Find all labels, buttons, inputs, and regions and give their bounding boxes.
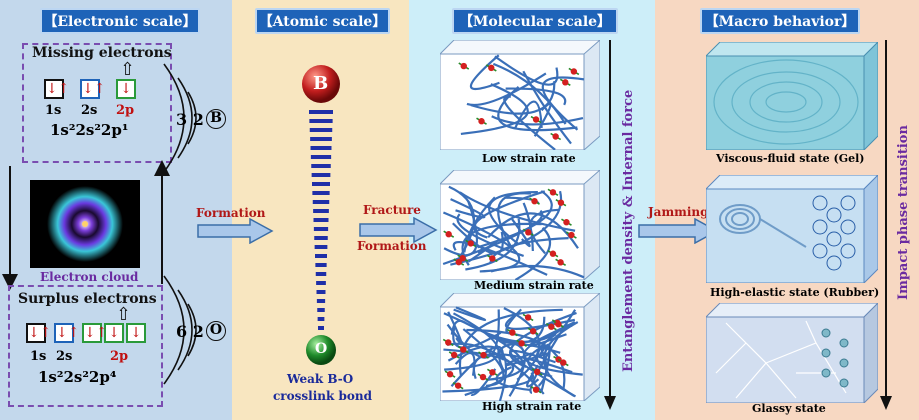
gel-cube	[704, 40, 880, 152]
rubber-label: High-elastic state (Rubber)	[710, 286, 880, 299]
electronic-connector-arrows	[2, 63, 197, 385]
molecular-side-label: Entanglement density & Internal force	[621, 89, 636, 372]
high-strain-label: High strain rate	[482, 400, 582, 413]
boron-atom-label: B	[313, 73, 329, 94]
medium-strain-label: Medium strain rate	[474, 279, 594, 292]
atomic-scale-header: 【Atomic scale】	[255, 8, 390, 34]
oxygen-atom-label: O	[315, 341, 328, 357]
electron-cloud-image	[30, 180, 140, 268]
glassy-label: Glassy state	[752, 402, 826, 415]
macro-behavior-header: 【Macro behavior】	[700, 8, 860, 34]
molecular-scale-header: 【Molecular scale】	[452, 8, 618, 34]
surplus-electron-config: 1s²2s²2p⁴	[38, 368, 117, 386]
surplus-2s-orbital: ↓↑	[54, 323, 80, 343]
low-strain-cube	[438, 38, 602, 152]
rubber-cube	[704, 173, 880, 285]
bond-label-line1: Weak B-O	[287, 372, 354, 386]
jamming-label: Jamming	[648, 205, 709, 219]
fracture-arrow-icon	[359, 217, 438, 243]
missing-2p-orbital: ↓	[116, 79, 136, 99]
low-strain-label: Low strain rate	[482, 152, 576, 165]
missing-up-arrow-icon: ⇧	[120, 59, 136, 80]
macro-side-label: Impact phase transition	[896, 125, 911, 300]
glassy-cube	[704, 301, 880, 405]
bond-chain	[302, 65, 340, 365]
surplus-2p-orbital-2: ↓	[104, 323, 124, 343]
surplus-orbital-1s-label: 1s	[30, 349, 47, 364]
electron-cloud-label: Electron cloud	[40, 270, 139, 284]
fracture-label: Fracture	[363, 203, 421, 217]
missing-orbital-2s-label: 2s	[81, 103, 98, 118]
missing-electron-config: 1s²2s²2p¹	[50, 121, 129, 139]
formation-label-2: Formation	[357, 239, 427, 253]
molecular-trend-arrow	[604, 40, 616, 410]
surplus-1s-orbital: ↓↑	[26, 323, 52, 343]
formation-arrow-icon	[197, 218, 274, 244]
bond-label-line2: crosslink bond	[273, 389, 372, 403]
macro-trend-arrow	[880, 40, 892, 410]
missing-electrons-title: Missing electrons	[32, 45, 172, 61]
surplus-2p-orbital-3: ↓	[126, 323, 146, 343]
surplus-electrons-box	[8, 285, 163, 407]
surplus-up-arrow-icon: ⇧	[116, 304, 132, 325]
surplus-2p-orbital-1: ↓↑	[82, 323, 108, 343]
electronic-scale-header: 【Electronic scale】	[40, 8, 200, 34]
boron-circle: B	[206, 109, 226, 129]
oxygen-circle: O	[206, 321, 226, 341]
surplus-electrons-title: Surplus electrons	[18, 291, 157, 307]
oxygen-shell-electrons: 6 2	[176, 322, 204, 341]
formation-label: Formation	[196, 206, 266, 220]
missing-2s-orbital: ↓↑	[80, 79, 106, 99]
missing-1s-orbital: ↓↑	[44, 79, 70, 99]
missing-orbital-2p-label: 2p	[116, 103, 135, 118]
missing-electrons-box	[22, 43, 172, 163]
boron-shell-electrons: 3 2	[176, 110, 204, 129]
surplus-orbital-2p-label: 2p	[110, 349, 129, 364]
medium-strain-cube	[438, 168, 602, 282]
surplus-orbital-2s-label: 2s	[56, 349, 73, 364]
high-strain-cube	[438, 291, 602, 403]
gel-label: Viscous-fluid state (Gel)	[716, 152, 865, 165]
missing-orbital-1s-label: 1s	[45, 103, 62, 118]
